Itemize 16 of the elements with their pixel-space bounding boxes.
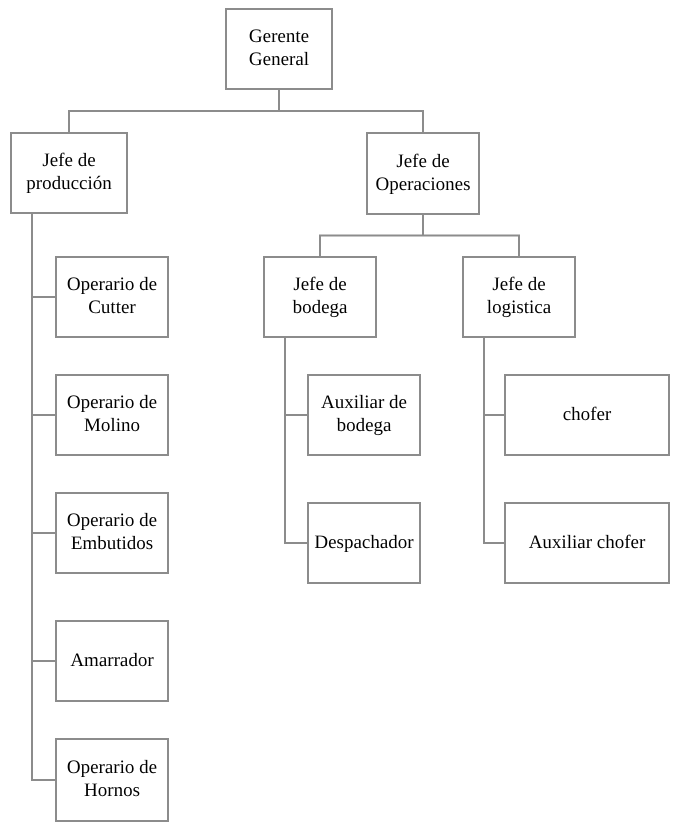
position-box: Jefe de Operaciones — [366, 132, 480, 215]
position-box: chofer — [504, 374, 670, 456]
position-box: Auxiliar de bodega — [307, 374, 421, 456]
position-box: Jefe de bodega — [263, 256, 377, 338]
position-box: Operario de Hornos — [55, 738, 169, 822]
position-box: Auxiliar chofer — [504, 502, 670, 584]
position-box: Despachador — [307, 502, 421, 584]
position-box: Jefe de producción — [10, 132, 128, 214]
position-box: Amarrador — [55, 620, 169, 702]
position-box: Operario de Embutidos — [55, 492, 169, 574]
position-box: Gerente General — [225, 8, 333, 90]
connector-line — [284, 338, 307, 544]
position-box: Jefe de logistica — [462, 256, 576, 338]
position-box: Operario de Cutter — [55, 256, 169, 338]
position-box: Operario de Molino — [55, 374, 169, 456]
connector-line — [483, 338, 504, 544]
